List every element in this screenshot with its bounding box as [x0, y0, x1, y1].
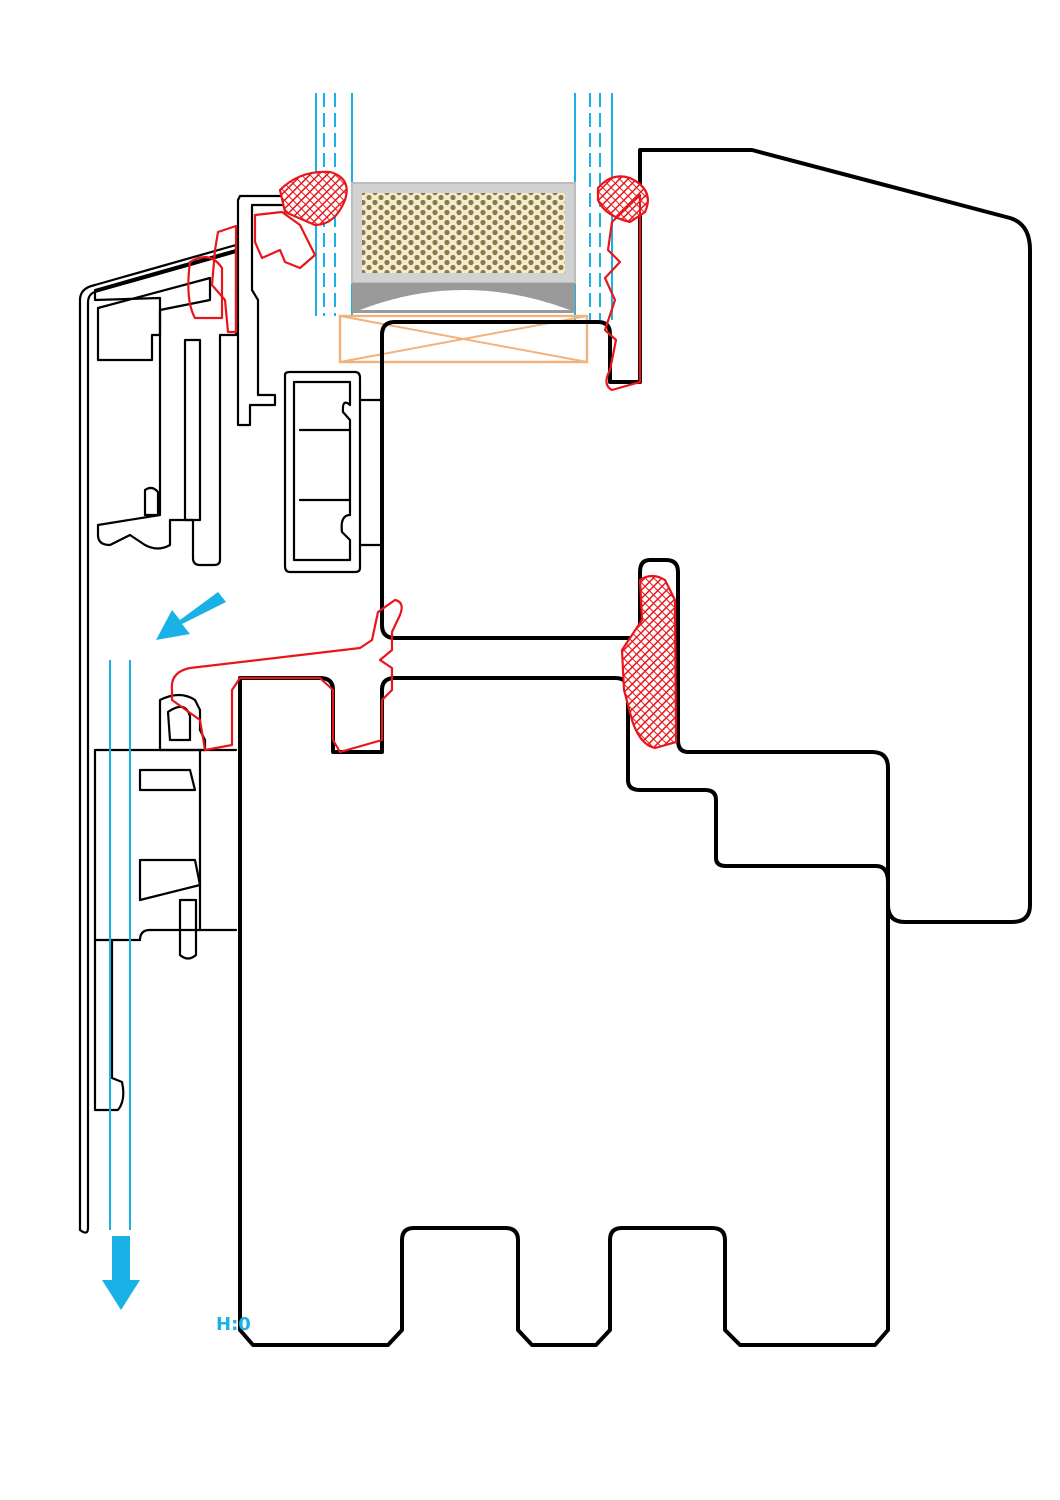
sash-profile	[380, 148, 1032, 924]
glass-spacer	[351, 182, 576, 313]
lower-glazing	[109, 660, 131, 1230]
frame-profile	[238, 676, 890, 1347]
elevation-label: H:0	[216, 1314, 251, 1335]
lower-bead-profile	[158, 693, 207, 752]
aluminium-cladding	[78, 243, 238, 1234]
arrow-down-icon	[102, 1236, 140, 1310]
gaskets	[170, 170, 678, 754]
arrow-down-left-icon	[156, 592, 226, 640]
upper-bead-profile	[236, 194, 384, 574]
